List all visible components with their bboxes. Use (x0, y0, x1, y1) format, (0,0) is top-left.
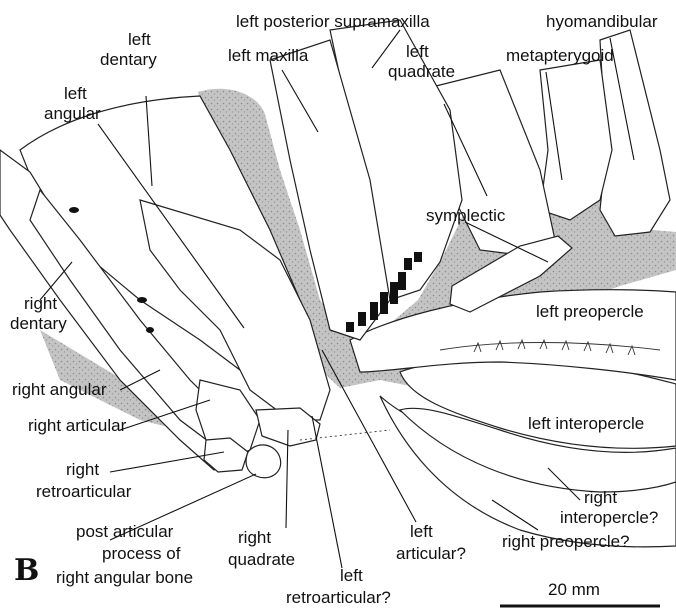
label-right-dentary-line1: right (24, 294, 57, 313)
post-articular-process-bone (246, 445, 281, 478)
label-left-quadrate-line2: quadrate (388, 62, 455, 81)
label-right-interopercle-line2: interopercle? (560, 508, 658, 527)
label-left-articular-line1: left (410, 522, 433, 541)
scale-bar-label: 20 mm (548, 580, 600, 599)
label-symplectic: symplectic (426, 206, 505, 225)
metapterygoid-bone (540, 60, 612, 220)
label-left-dentary-line1: left (128, 30, 151, 49)
label-right-angular: right angular (12, 380, 107, 399)
label-right-dentary-line2: dentary (10, 314, 67, 333)
label-left-retroarticular-line2: retroarticular? (286, 588, 391, 607)
label-left-preopercle: left preopercle (536, 302, 644, 321)
label-left-articular-line2: articular? (396, 544, 466, 563)
label-left-angular-line2: angular (44, 104, 101, 123)
label-right-interopercle-line1: right (584, 488, 617, 507)
label-post-articular-line3: right angular bone (56, 568, 193, 587)
label-post-articular-line1: post articular (76, 522, 173, 541)
label-left-posterior-supramaxilla: left posterior supramaxilla (236, 12, 430, 31)
label-metapterygoid: metapterygoid (506, 46, 614, 65)
label-left-retroarticular-line1: left (340, 566, 363, 585)
label-left-dentary-line2: dentary (100, 50, 157, 69)
label-left-interopercle: left interopercle (528, 414, 644, 433)
label-right-articular: right articular (28, 416, 126, 435)
label-right-retroarticular-line2: retroarticular (36, 482, 131, 501)
label-left-maxilla: left maxilla (228, 46, 308, 65)
label-post-articular-line2: process of (102, 544, 180, 563)
label-right-retroarticular-line1: right (66, 460, 99, 479)
label-left-angular-line1: left (64, 84, 87, 103)
label-hyomandibular: hyomandibular (546, 12, 658, 31)
label-left-quadrate-line1: left (406, 42, 429, 61)
label-right-preopercle: right preopercle? (502, 532, 630, 551)
label-right-quadrate-line2: quadrate (228, 550, 295, 569)
label-right-quadrate-line1: right (238, 528, 271, 547)
panel-letter: B (14, 556, 39, 586)
